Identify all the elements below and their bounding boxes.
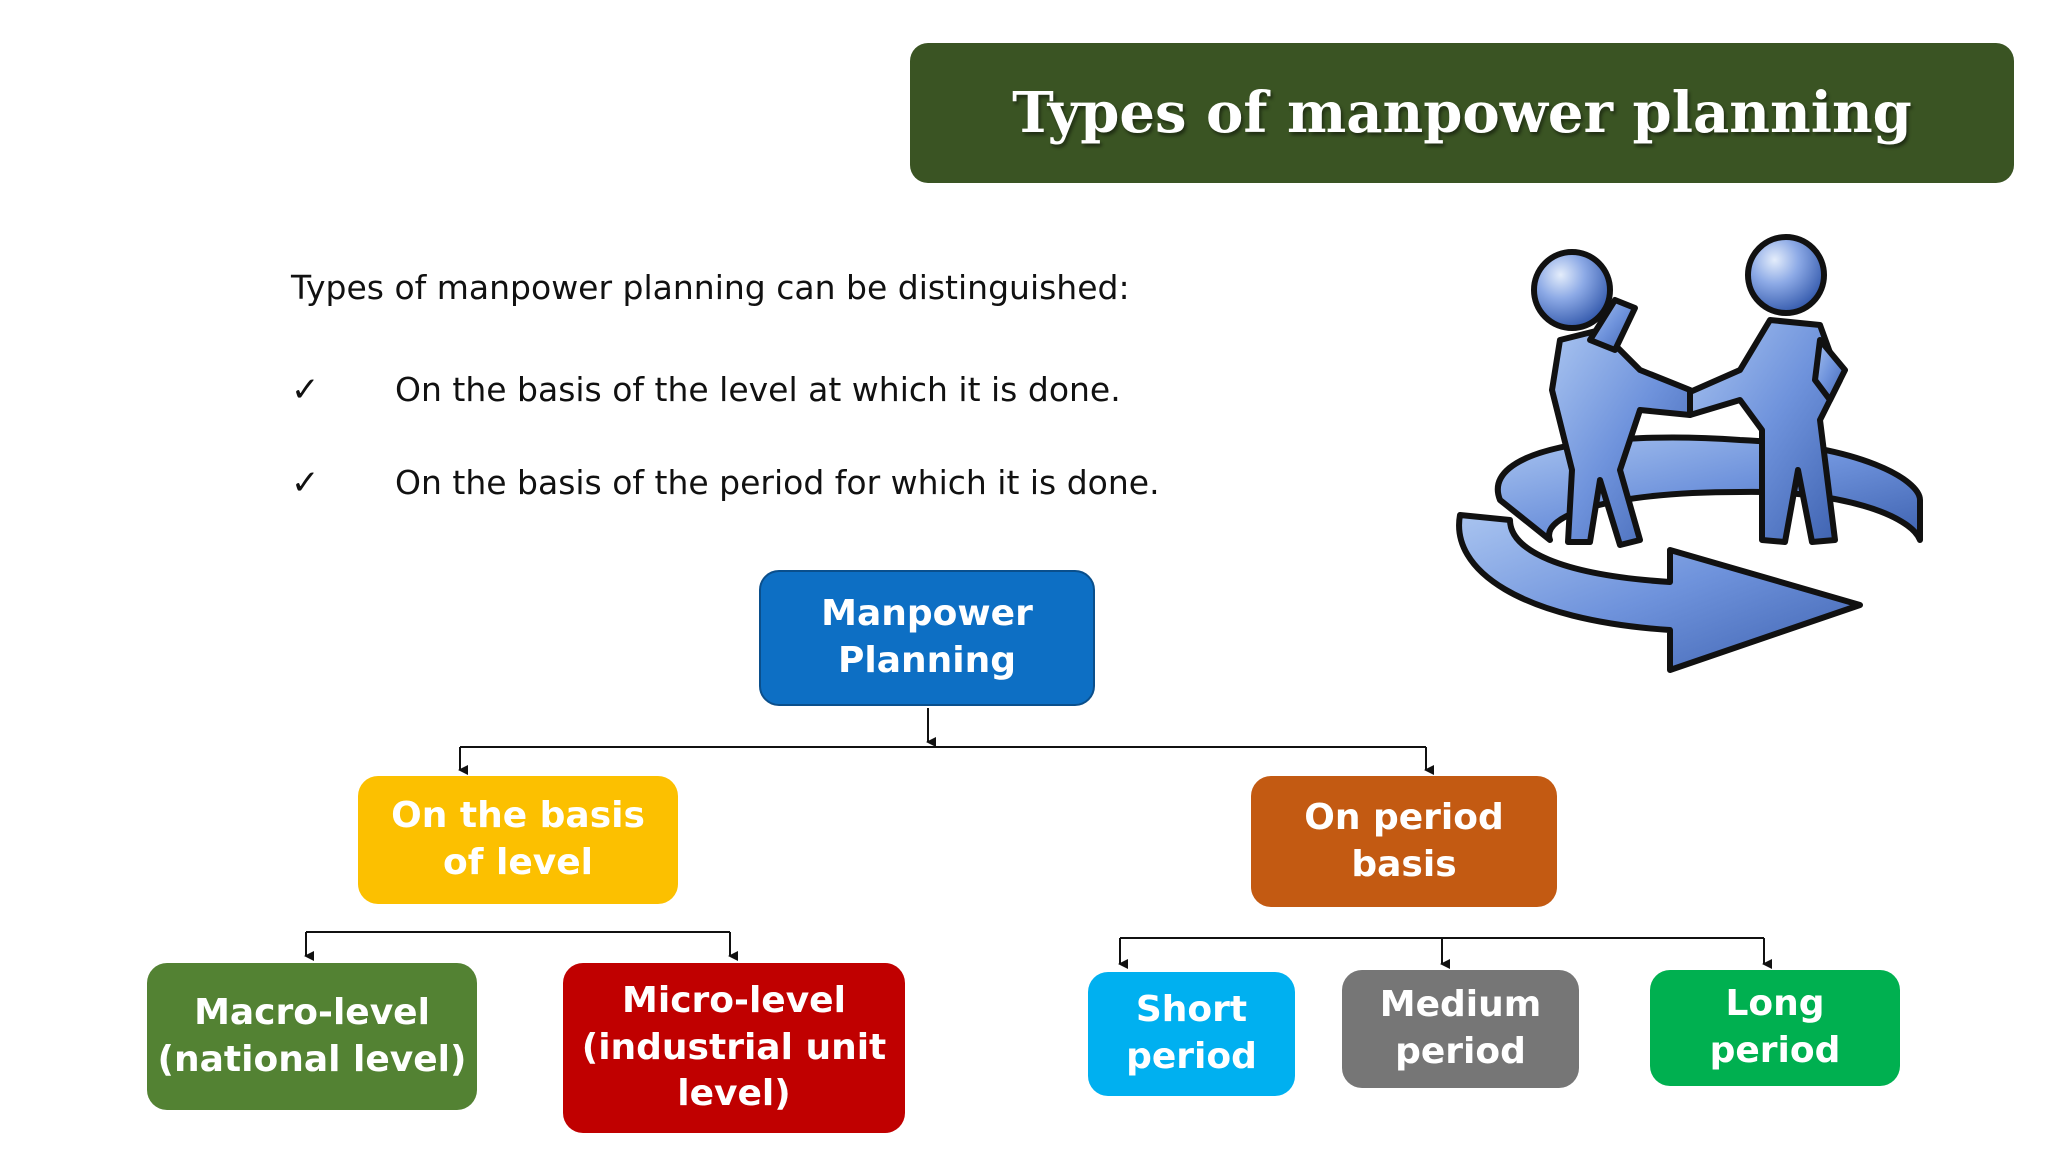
box-macro-level: Macro-level (national level)	[147, 963, 477, 1110]
box-medium-period: Medium period	[1342, 970, 1579, 1088]
title-banner: Types of manpower planning	[910, 43, 2014, 183]
bullet-text: On the basis of the period for which it …	[395, 463, 1160, 502]
page-title: Types of manpower planning	[1012, 80, 1912, 146]
box-root: Manpower Planning	[759, 570, 1095, 706]
checkmark-icon: ✓	[291, 370, 320, 410]
intro-text: Types of manpower planning can be distin…	[291, 268, 1130, 307]
bullet-text: On the basis of the level at which it is…	[395, 370, 1121, 409]
two-people-handshake-circular-arrow-icon	[1456, 234, 1923, 673]
box-short-period: Short period	[1088, 972, 1295, 1096]
box-long-period: Long period	[1650, 970, 1900, 1086]
box-micro-level: Micro-level (industrial unit level)	[563, 963, 905, 1133]
checkmark-icon: ✓	[291, 463, 320, 503]
box-level-branch: On the basis of level	[358, 776, 678, 904]
box-period-branch: On period basis	[1251, 776, 1557, 907]
